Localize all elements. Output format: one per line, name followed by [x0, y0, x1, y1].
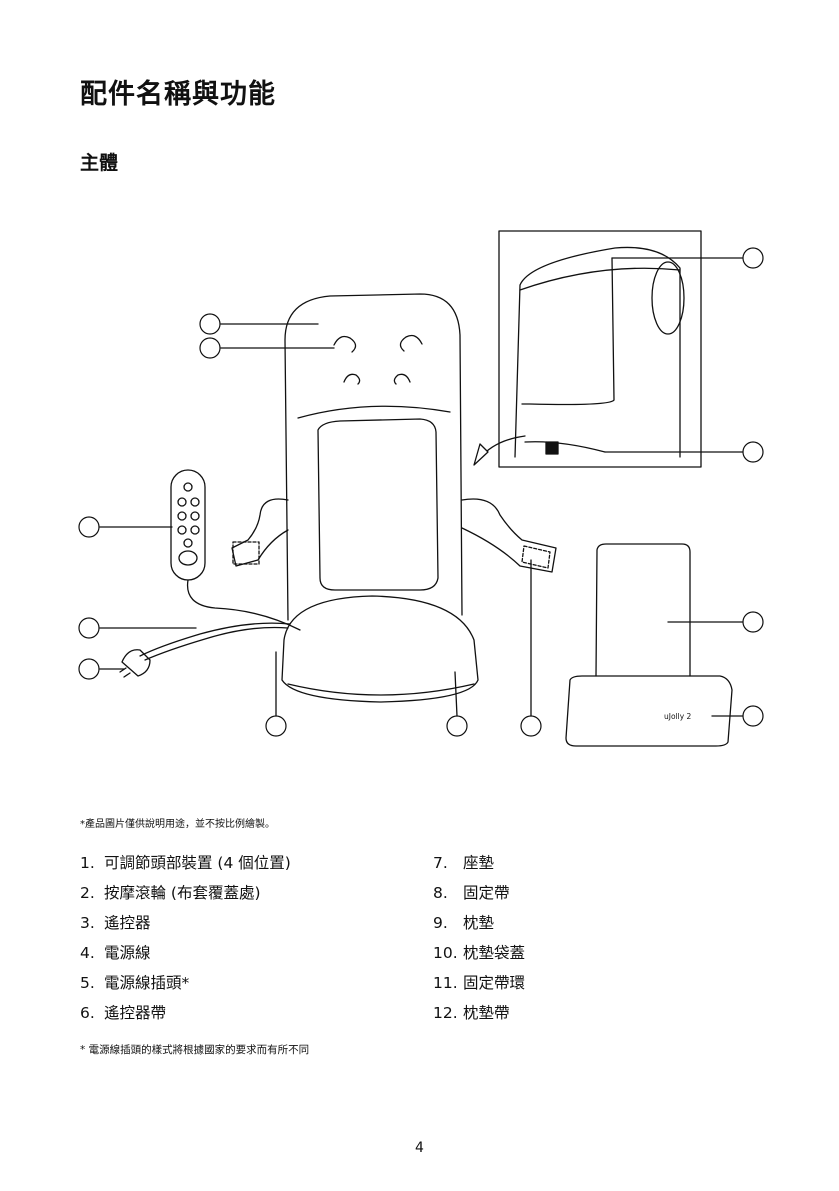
item-number: 12.: [433, 1002, 463, 1024]
item-label: 固定帶: [463, 884, 510, 902]
callout-circle: [79, 618, 99, 638]
item-number: 1.: [80, 852, 104, 874]
list-item: 9.枕墊: [433, 912, 525, 942]
callout-circle: [743, 706, 763, 726]
inset-arrow: [480, 436, 525, 458]
pillow: [596, 544, 690, 676]
product-illustration: uJolly 2: [0, 0, 839, 800]
right-strap: [462, 499, 556, 572]
plug-footnote: * 電源線插頭的樣式將根據國家的要求而有所不同: [80, 1042, 309, 1057]
remote-control: [171, 470, 205, 580]
left-strap: [232, 499, 288, 566]
image-note: *產品圖片僅供說明用途，並不按比例繪製。: [80, 815, 275, 830]
item-number: 7.: [433, 852, 463, 874]
item-number: 10.: [433, 942, 463, 964]
item-label: 電源線: [104, 944, 151, 962]
item-label: 固定帶環: [463, 974, 525, 992]
item-number: 9.: [433, 912, 463, 934]
item-label: 枕墊袋蓋: [463, 944, 525, 962]
list-item: 5.電源線插頭*: [80, 972, 291, 1002]
list-item: 12.枕墊帶: [433, 1002, 525, 1032]
item-number: 8.: [433, 882, 463, 904]
page-number: 4: [0, 1140, 839, 1156]
head-unit: [298, 406, 450, 418]
right-strap-loop: [522, 546, 550, 568]
list-item: 1.可調節頭部裝置 (4 個位置): [80, 852, 291, 882]
callout-circle: [743, 612, 763, 632]
item-label: 遙控器帶: [104, 1004, 166, 1022]
list-item: 7.座墊: [433, 852, 525, 882]
item-number: 6.: [80, 1002, 104, 1024]
item-label: 按摩滾輪 (布套覆蓋處): [104, 884, 261, 902]
head-node-tl: [334, 337, 356, 352]
list-item: 4.電源線: [80, 942, 291, 972]
callout-circle: [266, 716, 286, 736]
head-node-tr: [400, 336, 422, 351]
item-label: 可調節頭部裝置 (4 個位置): [104, 854, 291, 872]
list-item: 11.固定帶環: [433, 972, 525, 1002]
head-node-br: [394, 374, 410, 384]
item-label: 電源線插頭*: [104, 974, 189, 992]
pillow-bag: [566, 676, 732, 746]
callout-circle: [200, 314, 220, 334]
parts-list-right: 7.座墊 8.固定帶 9.枕墊 10.枕墊袋蓋 11.固定帶環 12.枕墊帶: [433, 852, 525, 1032]
parts-list-left: 1.可調節頭部裝置 (4 個位置) 2.按摩滾輪 (布套覆蓋處) 3.遙控器 4…: [80, 852, 291, 1032]
list-item: 8.固定帶: [433, 882, 525, 912]
callout-circle: [200, 338, 220, 358]
list-item: 10.枕墊袋蓋: [433, 942, 525, 972]
item-label: 座墊: [463, 854, 494, 872]
list-item: 6.遙控器帶: [80, 1002, 291, 1032]
callout-circle: [79, 659, 99, 679]
item-number: 11.: [433, 972, 463, 994]
item-label: 枕墊: [463, 914, 494, 932]
callout-circle: [743, 442, 763, 462]
back-panel: [318, 419, 438, 590]
pillow-brand-label: uJolly 2: [664, 712, 692, 721]
callout-circle: [521, 716, 541, 736]
seat-cushion: [282, 596, 478, 702]
item-label: 枕墊帶: [463, 1004, 510, 1022]
item-number: 5.: [80, 972, 104, 994]
item-number: 3.: [80, 912, 104, 934]
callout-circle: [79, 517, 99, 537]
item-number: 2.: [80, 882, 104, 904]
item-label: 遙控器: [104, 914, 151, 932]
item-number: 4.: [80, 942, 104, 964]
callout-circle: [743, 248, 763, 268]
head-node-bl: [344, 374, 360, 384]
list-item: 3.遙控器: [80, 912, 291, 942]
detail-inset: [499, 231, 701, 467]
list-item: 2.按摩滾輪 (布套覆蓋處): [80, 882, 291, 912]
massage-chair-back: [285, 294, 462, 620]
callout-circle: [447, 716, 467, 736]
remote-cable: [188, 580, 300, 630]
